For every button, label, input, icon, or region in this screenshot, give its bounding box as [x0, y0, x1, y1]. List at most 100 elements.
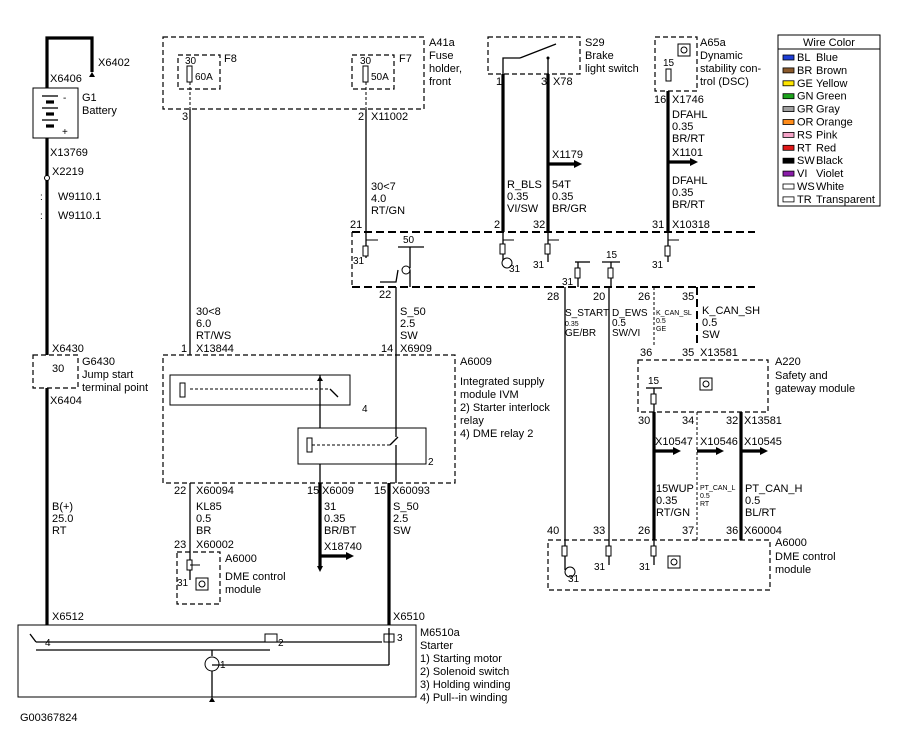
svg-text:X10547: X10547 [655, 436, 693, 448]
legend-swatch-or [782, 119, 795, 125]
svg-text:4.0: 4.0 [371, 193, 386, 205]
svg-text:32: 32 [533, 219, 545, 231]
svg-text:BR/RT: BR/RT [672, 199, 705, 211]
svg-text:DME control: DME control [775, 551, 836, 563]
jump-start-bottom: X6404 [50, 395, 82, 407]
starter-id: M6510a [420, 627, 461, 639]
svg-text:30: 30 [360, 56, 372, 67]
svg-text:0.35: 0.35 [507, 191, 528, 203]
legend-code-rs: RS [797, 129, 812, 141]
svg-text:DFAHL: DFAHL [672, 109, 707, 121]
motor-icon [204, 656, 220, 672]
fuse-holder-line-1: Fuse [429, 50, 453, 62]
bplus-color: RT [52, 525, 67, 537]
arrow-right-icon [673, 447, 681, 455]
legend-code-sw: SW [797, 155, 815, 167]
svg-text:RT/GN: RT/GN [656, 507, 690, 519]
fuse-f8 [177, 54, 221, 90]
svg-text:DFAHL: DFAHL [672, 175, 707, 187]
svg-text:1: 1 [496, 76, 502, 88]
svg-text:15WUP: 15WUP [656, 483, 694, 495]
svg-text:0.5: 0.5 [612, 318, 626, 329]
svg-text:S_START: S_START [565, 308, 609, 319]
ivm-box [162, 354, 456, 484]
svg-text:4: 4 [45, 638, 51, 649]
legend-swatch-gr [782, 106, 795, 112]
svg-text:22: 22 [174, 485, 186, 497]
svg-text:2: 2 [494, 219, 500, 231]
svg-text:3: 3 [182, 111, 188, 123]
legend-swatch-rt [782, 144, 795, 151]
battery-connector: X6406 [50, 73, 82, 85]
battery-wire-connector-3: W9110.1 [58, 210, 101, 222]
svg-text:2: 2 [278, 638, 284, 649]
legend-code-rt: RT [797, 142, 812, 154]
jump-start-name-2: terminal point [82, 382, 148, 394]
svg-text:PT_CAN_L: PT_CAN_L [700, 485, 736, 492]
arrow-right-icon [716, 447, 724, 455]
svg-text:Dynamic: Dynamic [700, 50, 743, 62]
arrow-right-icon [574, 160, 582, 168]
legend-code-vi: VI [797, 168, 807, 180]
svg-text:31: 31 [652, 219, 664, 231]
legend-code-ws: WS [797, 181, 815, 193]
svg-text:GE/BR: GE/BR [565, 328, 596, 339]
svg-text:DME control: DME control [225, 571, 286, 583]
fuse-holder-box [162, 36, 425, 110]
svg-text::: : [40, 192, 43, 203]
legend-name-bl: Blue [816, 52, 838, 64]
svg-text:3: 3 [397, 633, 403, 644]
svg-text:module: module [775, 564, 811, 576]
svg-text:31: 31 [639, 562, 651, 573]
relay-2 [297, 427, 427, 465]
battery-connector-top: X6402 [98, 57, 130, 69]
svg-text:X13581: X13581 [700, 347, 738, 359]
svg-text:3: 3 [541, 76, 547, 88]
ivm-top-section: 21 2 32 31 X10318 31 50 31 31 15 31 [350, 219, 755, 303]
bplus-signal: B(+) [52, 501, 73, 513]
svg-text:28: 28 [547, 291, 559, 303]
svg-text:VI/SW: VI/SW [507, 203, 539, 215]
relay-4 [169, 374, 351, 406]
svg-text:14: 14 [381, 343, 393, 355]
jump-start-box [32, 354, 79, 389]
battery-name: Battery [82, 105, 117, 117]
ivm-section: 1 X13844 14 X6909 A6009 Integrated suppl… [162, 343, 550, 497]
svg-text:30: 30 [638, 415, 650, 427]
legend-name-rs: Pink [816, 129, 838, 141]
svg-text:X13844: X13844 [196, 343, 234, 355]
svg-text:34: 34 [682, 415, 694, 427]
svg-text:1) Starting motor: 1) Starting motor [420, 653, 502, 665]
jump-start-id: G6430 [82, 356, 115, 368]
svg-text:36: 36 [640, 347, 652, 359]
svg-text:2.5: 2.5 [393, 513, 408, 525]
legend-code-or: OR [797, 117, 814, 129]
svg-text:37: 37 [682, 525, 694, 537]
ground-arrow-icon [89, 72, 95, 77]
legend-name-ws: White [816, 181, 844, 193]
legend-code-gr: GR [797, 104, 814, 116]
svg-text:4) Pull--in winding: 4) Pull--in winding [420, 692, 507, 704]
fuse-f8-label: F8 [224, 53, 237, 65]
svg-text::: : [40, 211, 43, 222]
svg-text:30<7: 30<7 [371, 181, 396, 193]
legend-name-tr: Transparent [816, 194, 875, 206]
svg-text:23: 23 [174, 539, 186, 551]
legend-swatch-sw [782, 157, 795, 164]
svg-text:31: 31 [533, 260, 545, 271]
svg-text:54T: 54T [552, 179, 571, 191]
svg-text:X1101: X1101 [672, 147, 703, 159]
legend-name-vi: Violet [816, 168, 843, 180]
starter-section: X6512 X6510 M6510a Starter 1) Starting m… [17, 611, 511, 704]
jump-start-pin: 30 [52, 363, 64, 375]
svg-text:SW/VI: SW/VI [612, 328, 640, 339]
svg-text:S_50: S_50 [400, 306, 426, 318]
svg-text:X10318: X10318 [672, 219, 710, 231]
svg-text:Safety and: Safety and [775, 370, 828, 382]
svg-text:X10545: X10545 [744, 436, 782, 448]
svg-text:15: 15 [307, 485, 319, 497]
svg-text:trol (DSC): trol (DSC) [700, 76, 749, 88]
fuse-holder-section: A41a Fuse holder, front 30 60A F8 30 50A… [162, 36, 462, 355]
